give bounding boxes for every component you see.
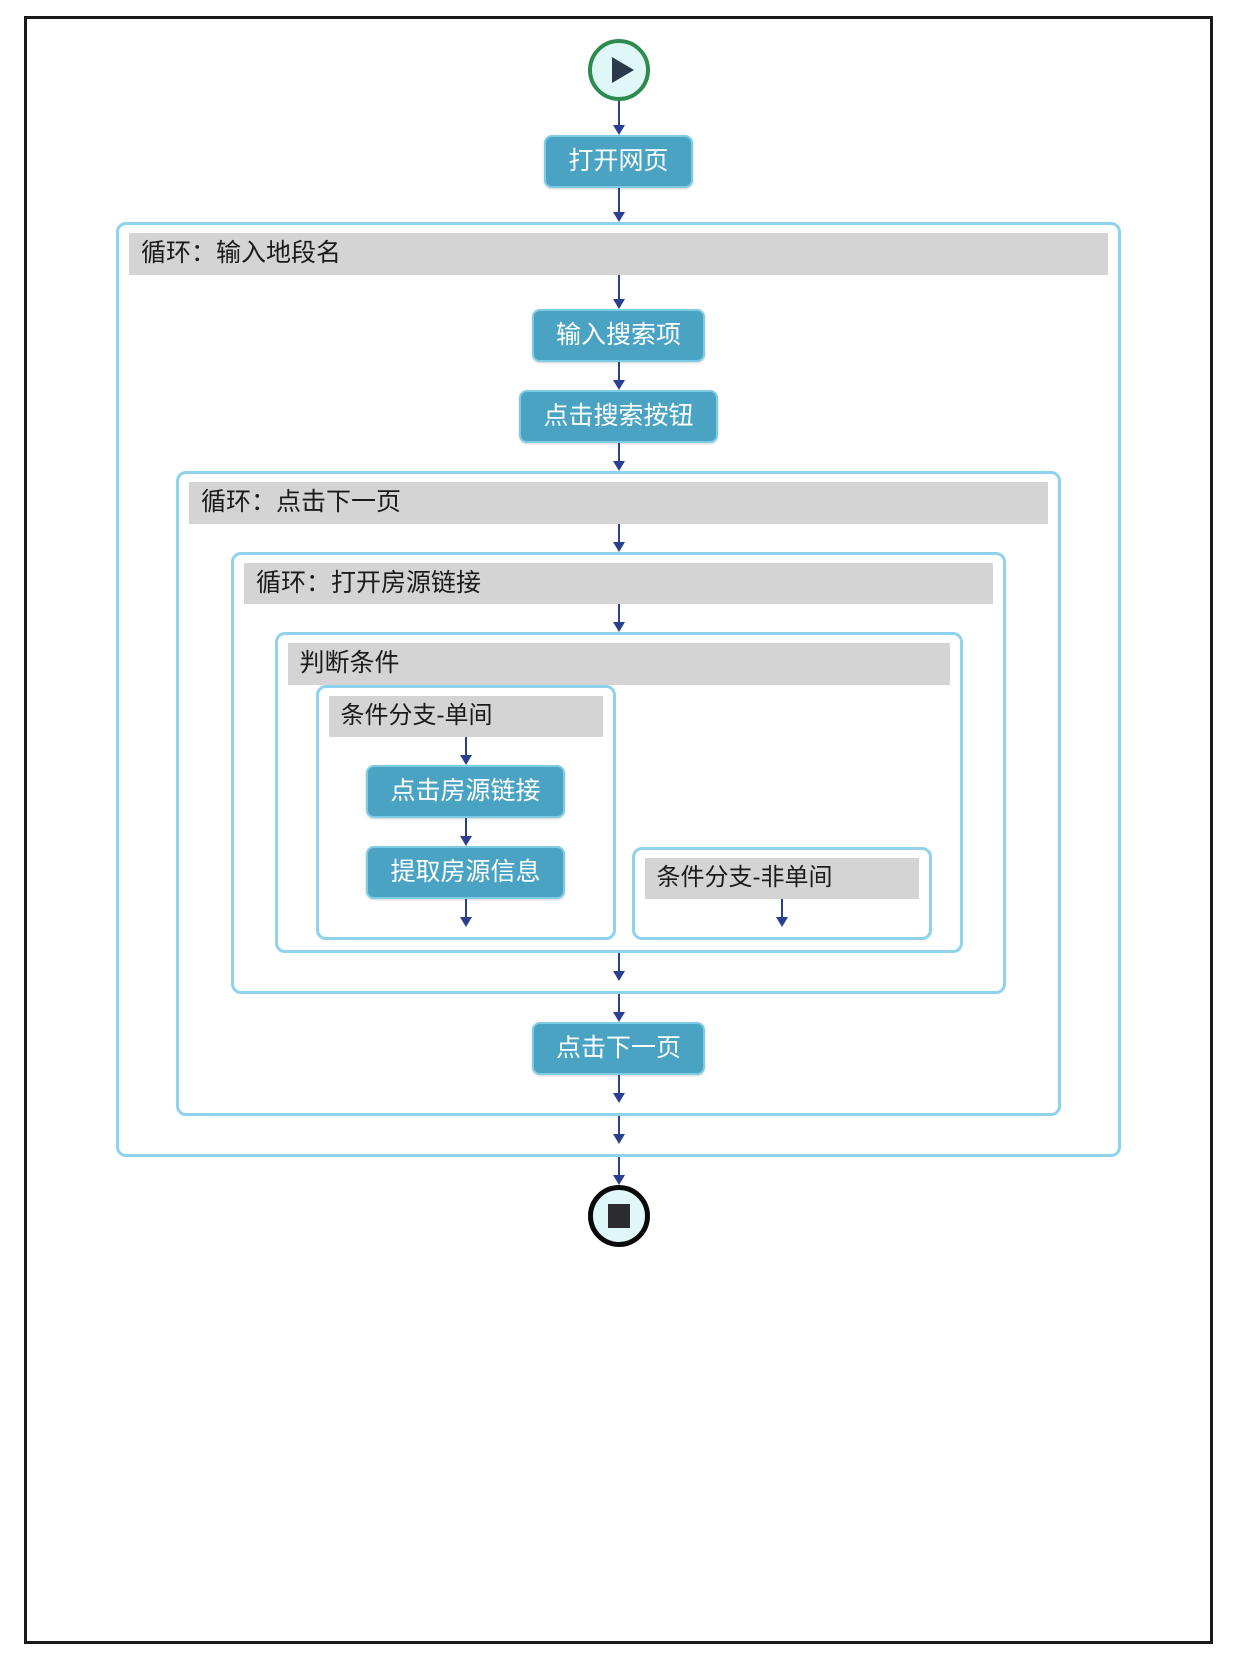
page-frame: 打开网页 循环：输入地段名 输入搜索项 点击搜索按钮 bbox=[24, 16, 1213, 1644]
loop-click-next-page-body: 循环：打开房源链接 判断条件 bbox=[189, 523, 1048, 1103]
connector-arrow bbox=[459, 898, 473, 927]
connector-arrow bbox=[459, 736, 473, 765]
loop-input-section-name-body: 输入搜索项 点击搜索按钮 循环：点击下一页 bbox=[129, 274, 1108, 1144]
loop-click-next-page[interactable]: 循环：点击下一页 循环：打开房源链接 bbox=[176, 470, 1061, 1116]
step-click-listing-link[interactable]: 点击房源链接 bbox=[366, 764, 565, 818]
condition-branches: 条件分支-单间 点击房源链接 bbox=[288, 685, 950, 940]
connector-arrow bbox=[612, 274, 626, 309]
loop-input-section-name-header: 循环：输入地段名 bbox=[129, 233, 1108, 275]
connector-arrow bbox=[612, 993, 626, 1022]
start-node[interactable] bbox=[587, 39, 650, 101]
connector-arrow bbox=[612, 1156, 626, 1185]
connector-arrow bbox=[612, 442, 626, 471]
branch-non-single-room-body bbox=[645, 898, 919, 927]
connector-arrow bbox=[459, 817, 473, 846]
stop-icon bbox=[607, 1203, 630, 1228]
branch-single-room[interactable]: 条件分支-单间 点击房源链接 bbox=[315, 685, 616, 940]
connector-arrow bbox=[612, 1074, 626, 1103]
connector-arrow bbox=[612, 101, 626, 135]
step-input-search-term[interactable]: 输入搜索项 bbox=[531, 308, 705, 362]
loop-open-listing-link-body: 判断条件 条件分支-单间 bbox=[244, 604, 993, 981]
connector-arrow bbox=[612, 188, 626, 222]
end-node[interactable] bbox=[587, 1184, 650, 1247]
connector-arrow bbox=[612, 604, 626, 633]
flow-root: 打开网页 循环：输入地段名 输入搜索项 点击搜索按钮 bbox=[27, 19, 1210, 1641]
loop-click-next-page-header: 循环：点击下一页 bbox=[189, 481, 1048, 524]
step-extract-listing-info[interactable]: 提取房源信息 bbox=[366, 845, 565, 899]
step-open-page[interactable]: 打开网页 bbox=[544, 135, 693, 188]
connector-arrow bbox=[612, 952, 626, 981]
step-click-next-page[interactable]: 点击下一页 bbox=[531, 1021, 705, 1075]
branch-non-single-room-wrap: 条件分支-非单间 bbox=[631, 685, 932, 940]
condition-block-header: 判断条件 bbox=[287, 643, 950, 685]
play-icon bbox=[611, 57, 634, 83]
condition-block[interactable]: 判断条件 条件分支-单间 bbox=[274, 632, 963, 953]
loop-open-listing-link[interactable]: 循环：打开房源链接 判断条件 bbox=[231, 551, 1006, 994]
loop-open-listing-link-header: 循环：打开房源链接 bbox=[244, 562, 993, 605]
loop-input-section-name[interactable]: 循环：输入地段名 输入搜索项 点击搜索按钮 循环：点 bbox=[116, 222, 1121, 1157]
connector-arrow bbox=[612, 523, 626, 552]
connector-arrow bbox=[612, 361, 626, 390]
branch-non-single-room-header: 条件分支-非单间 bbox=[644, 858, 919, 899]
connector-arrow bbox=[612, 1115, 626, 1144]
step-click-search-button[interactable]: 点击搜索按钮 bbox=[519, 389, 718, 443]
branch-non-single-room[interactable]: 条件分支-非单间 bbox=[631, 847, 932, 940]
branch-single-room-header: 条件分支-单间 bbox=[328, 696, 603, 737]
connector-arrow bbox=[775, 898, 789, 927]
branch-single-room-body: 点击房源链接 提取房源信息 bbox=[329, 736, 603, 927]
